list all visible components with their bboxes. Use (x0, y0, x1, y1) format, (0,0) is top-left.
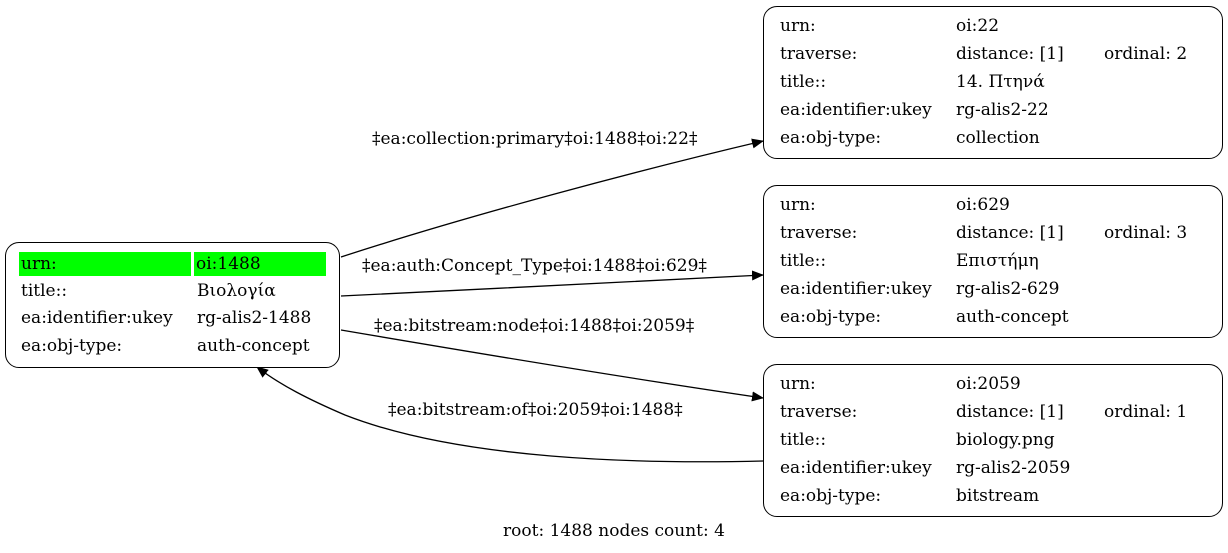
row-key: urn: (780, 195, 816, 215)
graph-footer: root: 1488 nodes count: 4 (503, 521, 725, 541)
row-value: rg-alis2-2059 (956, 458, 1071, 478)
row-extra: ordinal: 3 (1104, 223, 1188, 243)
row-key: traverse: (780, 402, 858, 422)
row-key: title:: (780, 251, 827, 271)
row-value: oi:2059 (956, 374, 1021, 394)
row-key: urn: (19, 252, 191, 276)
row-value: oi:1488 (194, 252, 326, 276)
row-key: ea:identifier:ukey (780, 458, 932, 478)
row-value: rg-alis2-22 (956, 100, 1049, 120)
row-value: auth-concept (197, 336, 310, 356)
row-value: auth-concept (956, 307, 1069, 327)
node-oi-2059[interactable]: urn: oi:2059 traverse: distance: [1] ord… (763, 364, 1223, 517)
edge-label-bitstream-node: ‡ea:bitstream:node‡oi:1488‡oi:2059‡ (374, 316, 695, 336)
row-key: title:: (780, 72, 827, 92)
row-key: ea:obj-type: (780, 486, 882, 506)
row-key: ea:identifier:ukey (780, 279, 932, 299)
row-extra: ordinal: 2 (1104, 44, 1188, 64)
node-oi-1488[interactable]: urn: oi:1488 title:: Βιολογία ea:identif… (5, 242, 340, 368)
edge-label-bitstream-of: ‡ea:bitstream:of‡oi:2059‡oi:1488‡ (388, 400, 683, 420)
row-value: Βιολογία (197, 281, 276, 301)
node-oi-22[interactable]: urn: oi:22 traverse: distance: [1] ordin… (763, 6, 1223, 159)
row-key: title:: (780, 430, 827, 450)
row-key: ea:obj-type: (780, 128, 882, 148)
edge-line-bitstream-of (256, 366, 764, 463)
row-value: collection (956, 128, 1040, 148)
row-extra: ordinal: 1 (1104, 402, 1188, 422)
row-value: oi:22 (956, 16, 1000, 36)
row-key: urn: (780, 374, 816, 394)
row-key: traverse: (780, 44, 858, 64)
row-key: ea:identifier:ukey (21, 308, 173, 328)
row-value: rg-alis2-629 (956, 279, 1060, 299)
row-key: urn: (780, 16, 816, 36)
row-value: Επιστήμη (956, 251, 1039, 271)
row-key: traverse: (780, 223, 858, 243)
row-key: ea:obj-type: (21, 336, 123, 356)
row-key: title:: (21, 281, 68, 301)
edge-line-concept-type (340, 270, 764, 297)
row-value: 14. Πτηνά (956, 72, 1045, 92)
row-value: oi:629 (956, 195, 1010, 215)
row-value: rg-alis2-1488 (197, 308, 312, 328)
row-value: biology.png (956, 430, 1055, 450)
row-value: bitstream (956, 486, 1040, 506)
edge-line-bitstream-node (340, 329, 764, 402)
edge-line-collection-primary (340, 138, 764, 258)
row-value: distance: [1] (956, 223, 1064, 243)
row-value: distance: [1] (956, 402, 1064, 422)
edge-label-collection-primary: ‡ea:collection:primary‡oi:1488‡oi:22‡ (372, 129, 698, 149)
row-key: ea:obj-type: (780, 307, 882, 327)
node-oi-629[interactable]: urn: oi:629 traverse: distance: [1] ordi… (763, 185, 1223, 338)
row-value: distance: [1] (956, 44, 1064, 64)
edge-label-concept-type: ‡ea:auth:Concept_Type‡oi:1488‡oi:629‡ (362, 256, 707, 276)
row-key: ea:identifier:ukey (780, 100, 932, 120)
